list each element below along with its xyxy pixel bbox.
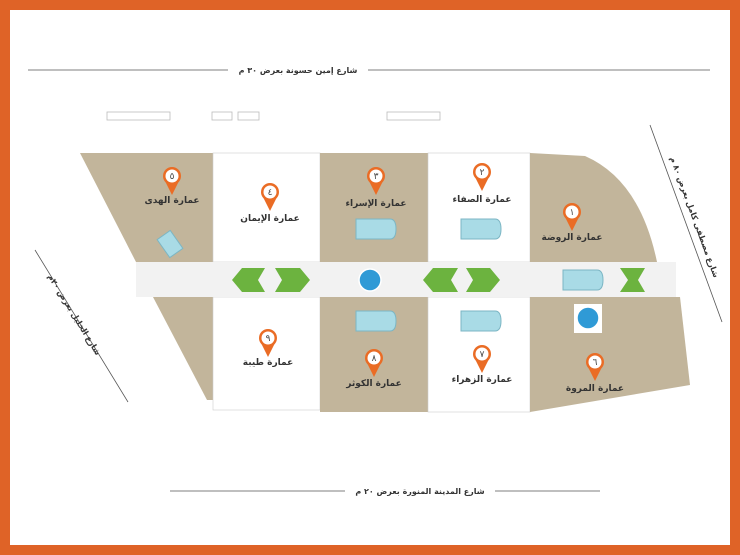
- plot-left-lower: [153, 297, 213, 400]
- plot-4: [212, 152, 321, 263]
- building-name: عمارة الزهراء: [452, 375, 513, 385]
- plot-1: [530, 153, 657, 262]
- parking-strips: [106, 111, 441, 121]
- building-marker-7[interactable]: ٧ عمارة الزهراء: [452, 345, 513, 385]
- building-number: ٦: [593, 358, 598, 368]
- building-marker-4[interactable]: ٤ عمارة الإيمان: [240, 183, 300, 224]
- fountain-icon: [576, 306, 600, 330]
- building-name: عمارة طيبة: [243, 358, 293, 368]
- pin-center: [565, 205, 579, 219]
- building-marker-2[interactable]: ٢ عمارة الصفاء: [453, 163, 512, 205]
- building-name: عمارة الإسراء: [345, 199, 406, 209]
- pools: [156, 218, 604, 332]
- building-name: عمارة الكوثر: [345, 379, 402, 389]
- building-name: عمارة الصفاء: [453, 195, 512, 205]
- right-street-label: شارع مصطفى كامل بعرض ٨٠ م: [667, 155, 720, 279]
- pin-center: [588, 355, 602, 369]
- building-marker-5[interactable]: ٥ عمارة الهدى: [144, 167, 200, 206]
- pin-center: [369, 169, 383, 183]
- bottom-street-label: شارع المدينة المنورة بعرض ٢٠ م: [355, 487, 484, 497]
- top-street-label: شارع إمين حسونة بعرض ٣٠ م: [239, 66, 358, 76]
- building-marker-9[interactable]: ٩ عمارة طيبة: [243, 329, 293, 368]
- building-number: ٧: [480, 350, 485, 360]
- pin-center: [261, 331, 275, 345]
- building-number: ٩: [266, 334, 271, 344]
- building-name: عمارة الهدى: [144, 196, 199, 206]
- building-marker-3[interactable]: ٣ عمارة الإسراء: [345, 167, 407, 209]
- building-number: ٣: [374, 172, 379, 182]
- left-street-line: [34, 249, 129, 403]
- building-number: ٨: [372, 354, 377, 364]
- building-number: ٥: [170, 172, 175, 182]
- green-hedges: [232, 268, 645, 292]
- pin-center: [367, 351, 381, 365]
- left-street-label: شارع الخليل بعرض ٢٠م: [45, 273, 102, 358]
- plot-5: [80, 153, 213, 262]
- pin-center: [263, 185, 277, 199]
- pin-center: [475, 347, 489, 361]
- right-street-line: [649, 124, 723, 323]
- building-number: ٤: [268, 188, 273, 198]
- pin-center: [165, 169, 179, 183]
- building-number: ١: [570, 208, 575, 218]
- building-name: عمارة الإيمان: [240, 214, 299, 224]
- building-marker-8[interactable]: ٨ عمارة الكوثر: [345, 349, 402, 389]
- plot-6: [530, 297, 690, 412]
- building-name: عمارة الروضة: [541, 233, 602, 243]
- building-number: ٢: [480, 168, 485, 178]
- building-marker-6[interactable]: ٦ عمارة المروة: [566, 353, 624, 394]
- fountain-icon: [358, 268, 382, 292]
- building-marker-1[interactable]: ١ عمارة الروضة: [541, 203, 603, 243]
- pin-center: [475, 165, 489, 179]
- building-name: عمارة المروة: [566, 384, 624, 394]
